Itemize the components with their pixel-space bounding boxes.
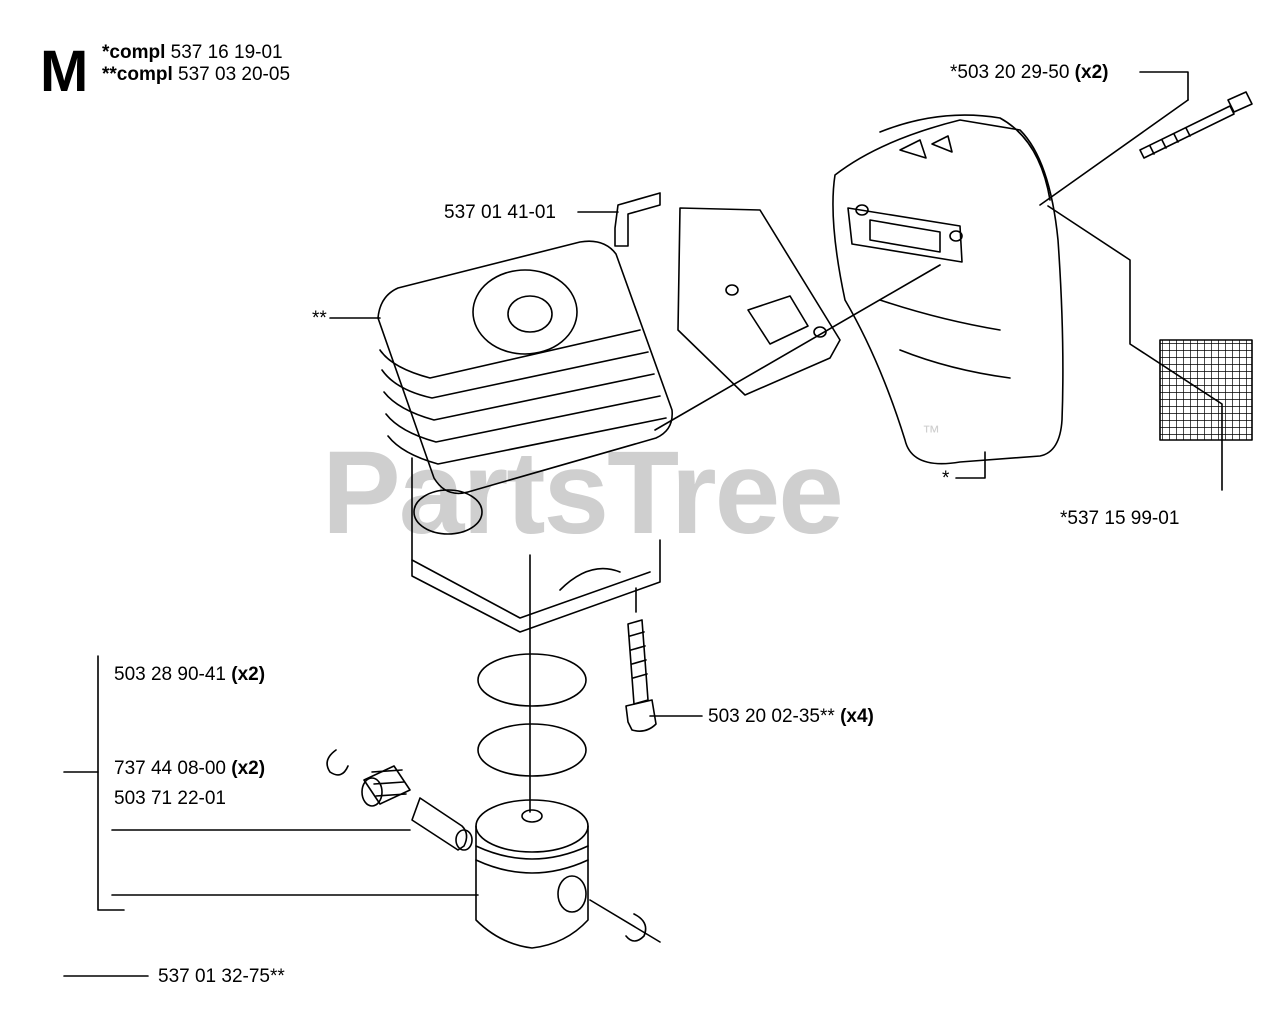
bracket — [614, 192, 841, 396]
label-bolt-top: *503 20 29-50 (x2) — [950, 62, 1109, 83]
label-piston-kit: 537 01 32-75** — [158, 966, 285, 987]
watermark: PartsTree — [322, 427, 844, 559]
needle-bearing — [361, 765, 411, 807]
piston-ring-1 — [477, 653, 587, 707]
header-compl-1: *compl 537 16 19-01 — [102, 42, 283, 63]
label-piston-ring: 503 28 90-41 (x2) — [114, 664, 266, 685]
label-circlip: 737 44 08-00 (x2) — [114, 758, 266, 779]
spark-screen — [1159, 339, 1253, 441]
section-letter: M — [40, 39, 89, 104]
watermark-trademark: ™ — [922, 422, 940, 442]
circlip-1 — [326, 749, 349, 776]
circlip-2 — [625, 913, 647, 942]
header-compl-2: **compl 537 03 20-05 — [102, 64, 291, 85]
label-cylinder: ** — [312, 308, 327, 329]
label-bracket: 537 01 41-01 — [444, 202, 556, 223]
muffler — [832, 114, 1064, 465]
cylinder-screw — [625, 619, 657, 732]
piston-ring-2 — [477, 723, 587, 777]
label-spark-screen: *537 15 99-01 — [1060, 508, 1180, 529]
muffler-bolt — [1139, 91, 1253, 159]
piston — [475, 799, 589, 949]
cylinder — [377, 240, 673, 633]
label-bearing: 503 71 22-01 — [114, 788, 226, 809]
label-muffler: * — [942, 468, 950, 489]
piston-pin — [411, 797, 473, 851]
leader-lines — [63, 71, 1223, 977]
label-screw: 503 20 02-35** (x4) — [708, 706, 874, 727]
